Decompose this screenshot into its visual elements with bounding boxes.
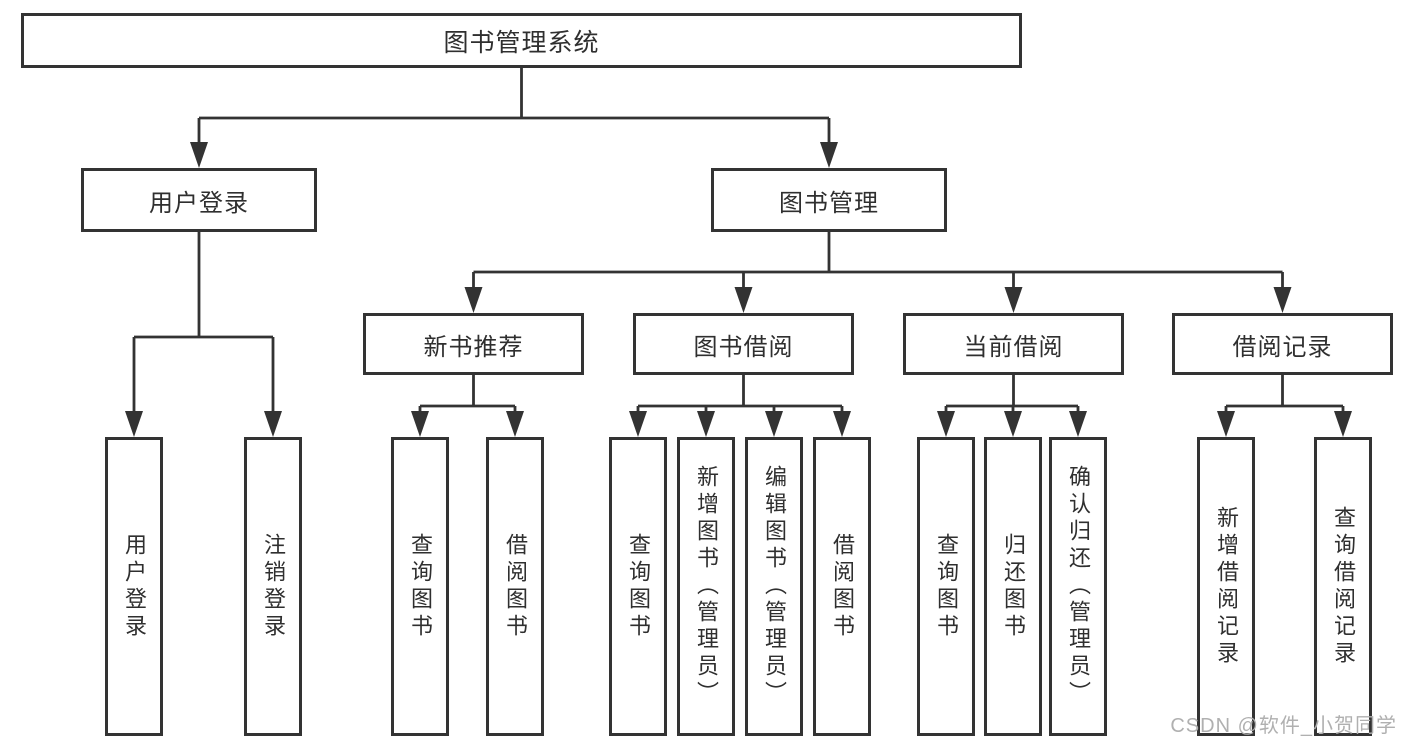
arrowhead	[506, 411, 524, 437]
leaf-borrowing-borrow-book: 借阅图书	[813, 437, 871, 736]
connector-lines	[132, 68, 1345, 415]
arrowhead	[1069, 411, 1087, 437]
arrowhead	[629, 411, 647, 437]
leaf-recommend-borrow-book: 借阅图书	[486, 437, 544, 736]
leaf-current-return-book: 归还图书	[984, 437, 1042, 736]
arrowhead	[833, 411, 851, 437]
arrowhead	[937, 411, 955, 437]
leaf-records-query-record: 查询借阅记录	[1314, 437, 1372, 736]
leaf-records-add-record: 新增借阅记录	[1197, 437, 1255, 736]
arrowhead	[411, 411, 429, 437]
node-book-management: 图书管理	[711, 168, 947, 232]
arrowhead	[1004, 411, 1022, 437]
arrowhead	[1004, 287, 1023, 313]
arrowhead	[734, 287, 753, 313]
watermark: CSDN @软件_小贺同学	[1170, 715, 1397, 737]
leaf-current-confirm-return-admin: 确认归还（管理员）	[1049, 437, 1107, 736]
leaf-logout: 注销登录	[244, 437, 302, 736]
leaf-borrowing-edit-book-admin: 编辑图书（管理员）	[745, 437, 803, 736]
leaf-user-login: 用户登录	[105, 437, 163, 736]
node-new-book-recommendation: 新书推荐	[363, 313, 584, 375]
leaf-recommend-query-book: 查询图书	[391, 437, 449, 736]
arrowhead	[264, 411, 282, 437]
arrowhead	[697, 411, 715, 437]
leaf-current-query-book: 查询图书	[917, 437, 975, 736]
node-user-login: 用户登录	[81, 168, 317, 232]
node-current-borrowing: 当前借阅	[903, 313, 1124, 375]
leaf-borrowing-add-book-admin: 新增图书（管理员）	[677, 437, 735, 736]
arrowhead	[1217, 411, 1235, 437]
node-book-borrowing: 图书借阅	[633, 313, 854, 375]
arrowhead	[1273, 287, 1292, 313]
arrowhead	[1334, 411, 1352, 437]
arrowhead	[765, 411, 783, 437]
arrowhead	[190, 142, 208, 168]
node-library-management-system: 图书管理系统	[21, 13, 1022, 68]
arrowhead	[464, 287, 483, 313]
arrowhead	[820, 142, 838, 168]
leaf-borrowing-query-book: 查询图书	[609, 437, 667, 736]
node-borrowing-records: 借阅记录	[1172, 313, 1393, 375]
arrowheads	[125, 142, 1352, 437]
arrowhead	[125, 411, 143, 437]
